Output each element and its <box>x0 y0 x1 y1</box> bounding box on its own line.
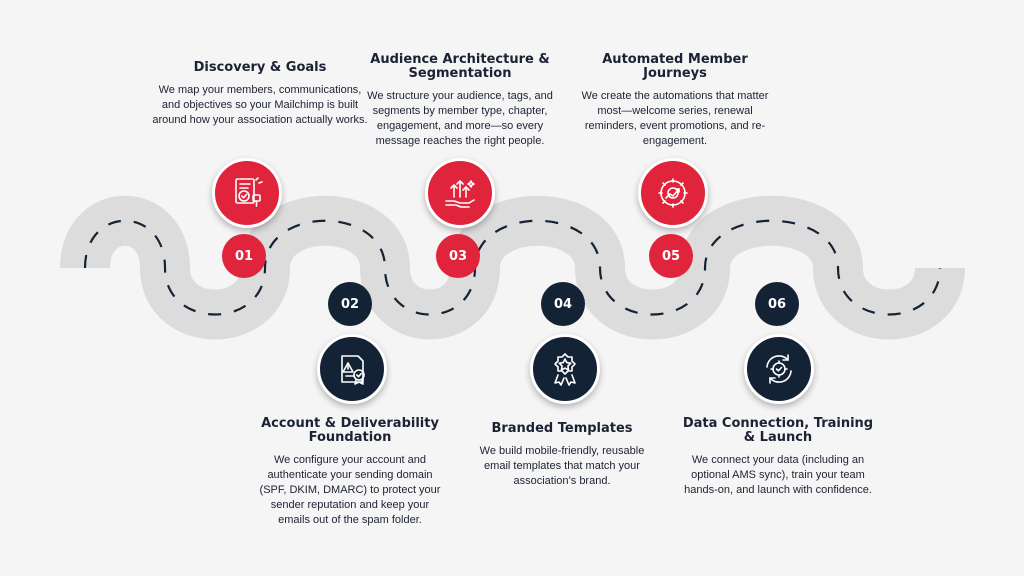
step-03-icon-circle <box>425 158 495 228</box>
step-02-description: We configure your account and authentica… <box>259 454 441 526</box>
step-05-text: Automated Member Journeys We create the … <box>580 53 770 149</box>
step-02-text: Account & Deliverability Foundation We c… <box>254 417 446 528</box>
step-03-text: Audience Architecture & Segmentation We … <box>355 53 565 149</box>
step-06-text: Data Connection, Training & Launch We co… <box>680 417 876 498</box>
warning-document-check-icon <box>341 355 365 385</box>
step-04-description: We build mobile-friendly, reusable email… <box>479 445 645 487</box>
sync-gear-check-icon <box>766 354 792 384</box>
step-03-title: Audience Architecture & Segmentation <box>370 52 550 81</box>
road-center-dashes <box>83 219 942 316</box>
step-06-number-badge: 06 <box>755 282 799 326</box>
step-03-number-badge: 03 <box>436 234 480 278</box>
step-01-title: Discovery & Goals <box>193 60 327 75</box>
step-06-title: Data Connection, Training & Launch <box>682 416 874 445</box>
automation-gear-icon <box>658 178 688 208</box>
step-01-number-badge: 01 <box>222 234 266 278</box>
step-05-description: We create the automations that matter mo… <box>581 90 769 147</box>
step-06-icon-circle <box>744 334 814 404</box>
step-05-icon-circle <box>638 158 708 228</box>
step-04-number-badge: 04 <box>541 282 585 326</box>
step-01-icon-circle <box>212 158 282 228</box>
step-02-icon-circle <box>317 334 387 404</box>
step-02-title: Account & Deliverability Foundation <box>261 416 439 445</box>
step-01-description: We map your members, communications, and… <box>152 84 368 126</box>
document-checklist-icon <box>235 177 263 207</box>
hand-growth-arrows-icon <box>445 180 475 208</box>
step-05-number-badge: 05 <box>649 234 693 278</box>
road-body <box>60 195 965 340</box>
star-badge-icon <box>554 353 576 386</box>
step-05-title: Automated Member Journeys <box>602 52 748 81</box>
step-04-text: Branded Templates We build mobile-friend… <box>471 422 653 489</box>
step-06-description: We connect your data (including an optio… <box>684 454 872 496</box>
step-03-description: We structure your audience, tags, and se… <box>367 90 553 147</box>
step-04-icon-circle <box>530 334 600 404</box>
step-02-number-badge: 02 <box>328 282 372 326</box>
step-04-title: Branded Templates <box>491 421 633 436</box>
step-01-text: Discovery & Goals We map your members, c… <box>150 61 370 128</box>
